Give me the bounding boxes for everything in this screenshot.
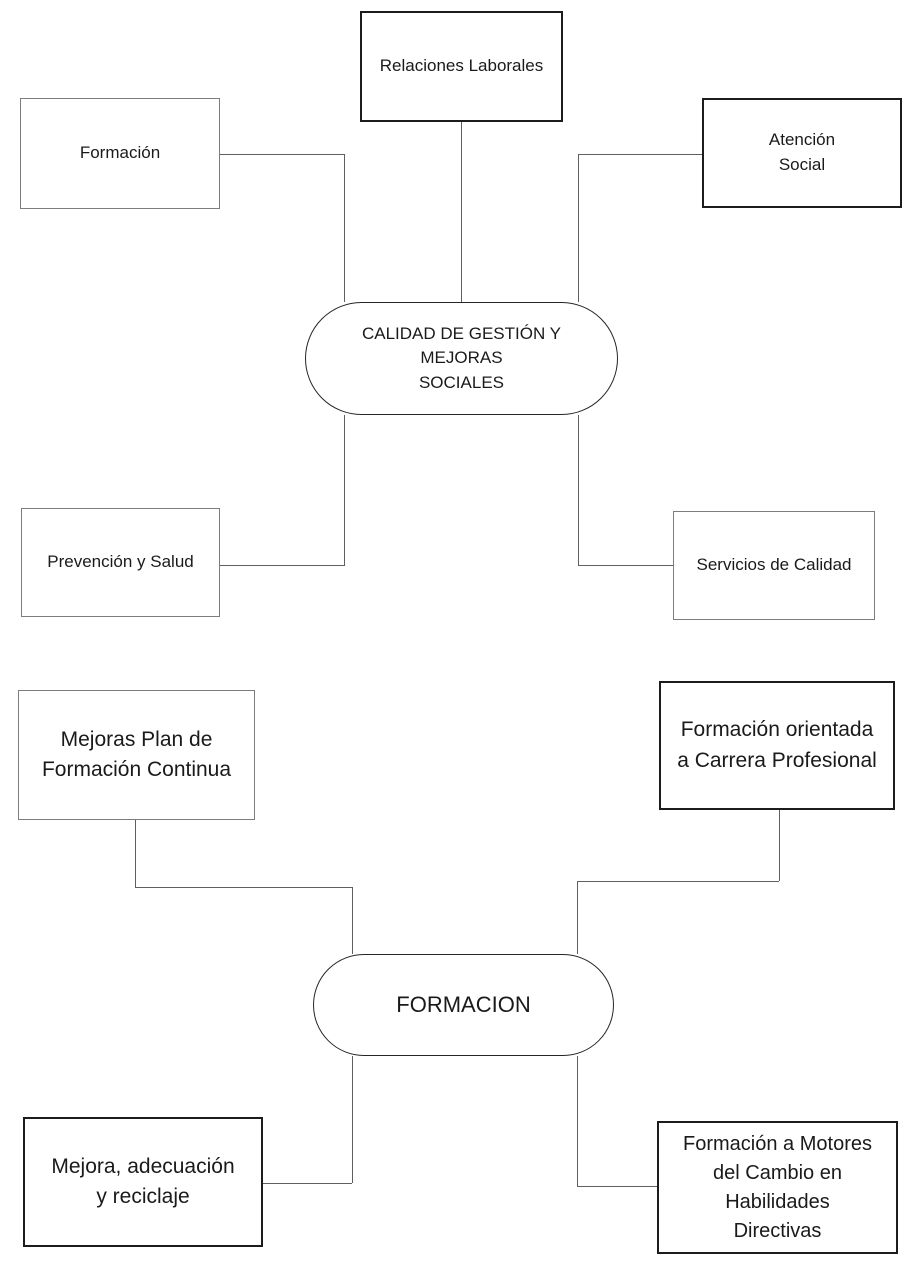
connector-motores-horizontal <box>577 1186 657 1187</box>
connector-adecuacion-vertical <box>352 1056 353 1183</box>
connector-formacion-horizontal <box>220 154 345 155</box>
hub-formacion: FORMACION <box>313 954 614 1056</box>
connector-adecuacion-horizontal <box>263 1183 352 1184</box>
connector-mejoras-plan-horizontal <box>135 887 352 888</box>
node-relaciones-laborales: Relaciones Laborales <box>360 11 563 122</box>
connector-orientada-horizontal <box>577 881 779 882</box>
connector-servicios-horizontal <box>578 565 673 566</box>
connector-formacion-vertical <box>344 154 345 302</box>
node-formacion-motores-cambio: Formación a Motores del Cambio en Habili… <box>657 1121 898 1254</box>
node-servicios-calidad: Servicios de Calidad <box>673 511 875 620</box>
connector-mejoras-plan-to-hub <box>352 887 353 954</box>
connector-motores-vertical <box>577 1056 578 1186</box>
node-formacion: Formación <box>20 98 220 209</box>
node-mejora-adecuacion-reciclaje: Mejora, adecuación y reciclaje <box>23 1117 263 1247</box>
node-formacion-orientada-carrera: Formación orientada a Carrera Profesiona… <box>659 681 895 810</box>
node-mejoras-plan-formacion-continua: Mejoras Plan de Formación Continua <box>18 690 255 820</box>
connector-atencion-horizontal <box>578 154 702 155</box>
connector-atencion-vertical <box>578 154 579 302</box>
node-prevencion-salud: Prevención y Salud <box>21 508 220 617</box>
node-atencion-social: Atención Social <box>702 98 902 208</box>
connector-orientada-to-hub <box>577 881 578 954</box>
hub-calidad-gestion-mejoras-sociales: CALIDAD DE GESTIÓN Y MEJORAS SOCIALES <box>305 302 618 415</box>
connector-prevencion-vertical <box>344 415 345 565</box>
connector-relaciones-to-center <box>461 122 462 302</box>
connector-orientada-drop <box>779 810 780 881</box>
connector-servicios-vertical <box>578 415 579 565</box>
connector-mejoras-plan-drop <box>135 820 136 887</box>
connector-prevencion-horizontal <box>220 565 345 566</box>
